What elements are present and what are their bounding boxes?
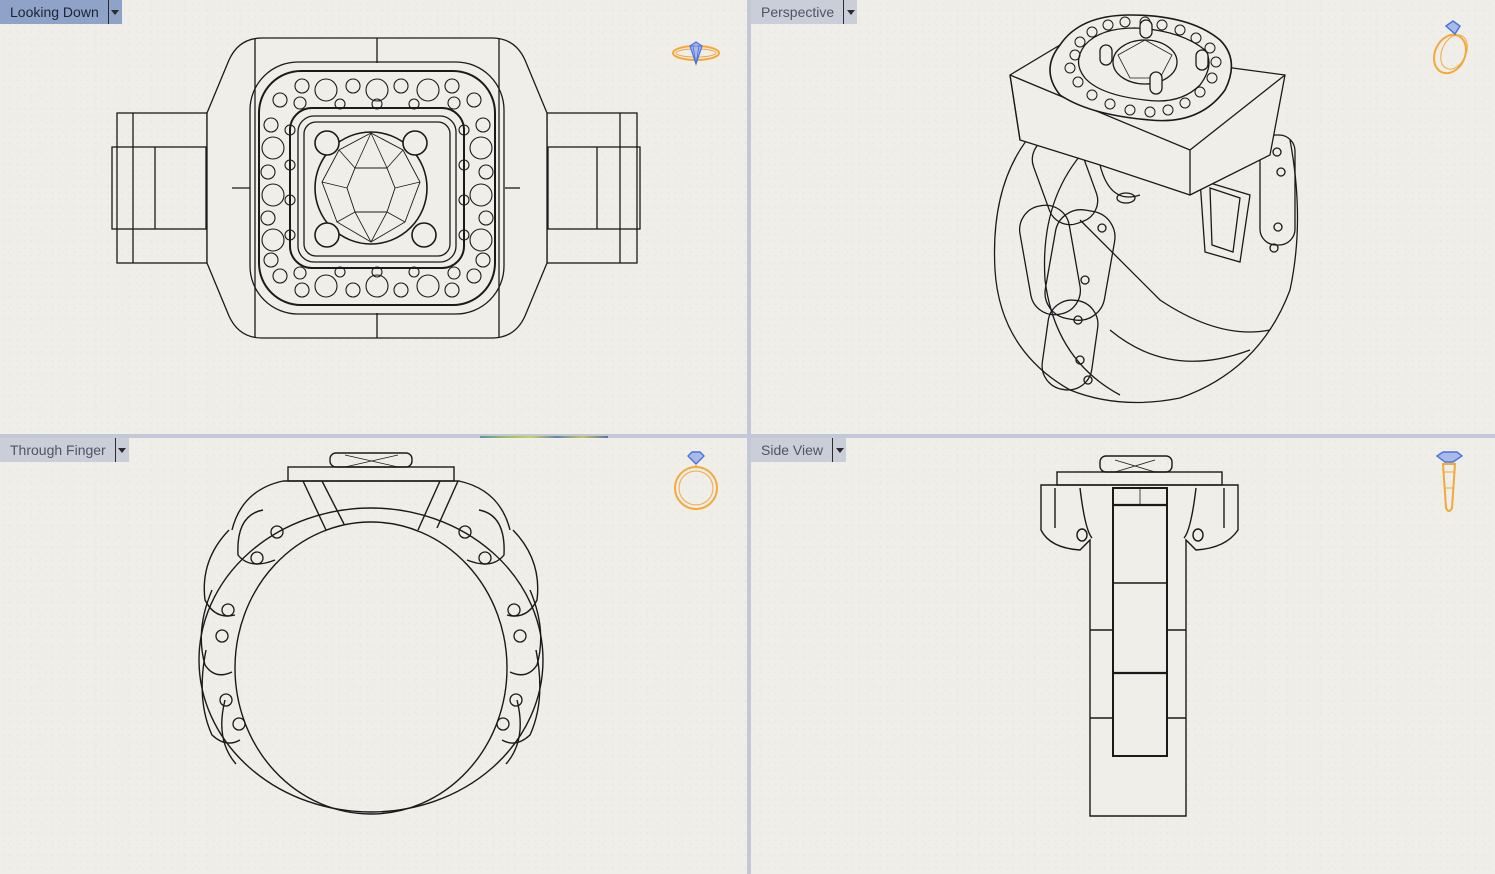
viewport-label: Side View: [761, 442, 824, 458]
chevron-down-icon[interactable]: [114, 438, 129, 462]
viewport-label: Through Finger: [10, 442, 106, 458]
chevron-down-icon[interactable]: [832, 438, 846, 462]
viewport-through-finger[interactable]: Through Finger: [0, 438, 747, 874]
viewport-side-view[interactable]: Side View: [751, 438, 1495, 874]
ring-side-view-icon[interactable]: [1431, 448, 1467, 518]
ring-front-view-icon[interactable]: [670, 448, 722, 514]
viewport-label: Looking Down: [10, 4, 99, 20]
viewport-tab-through-finger[interactable]: Through Finger: [0, 438, 129, 462]
viewport-tab-looking-down[interactable]: Looking Down: [0, 0, 122, 24]
ring-perspective-drawing: [993, 14, 1299, 404]
chevron-down-icon[interactable]: [107, 0, 122, 24]
render-progress-strip: [480, 436, 608, 438]
ring-perspective-icon[interactable]: [1426, 16, 1476, 76]
viewport-perspective[interactable]: Perspective: [751, 0, 1495, 434]
viewport-tab-side-view[interactable]: Side View: [751, 438, 847, 462]
ring-front-drawing: [198, 452, 544, 815]
ring-side-drawing: [1040, 455, 1239, 817]
ring-top-drawing: [111, 37, 641, 339]
ring-top-view-icon[interactable]: [670, 38, 722, 70]
chevron-down-icon[interactable]: [843, 0, 857, 24]
viewport-looking-down[interactable]: Looking Down: [0, 0, 747, 434]
viewport-label: Perspective: [761, 4, 835, 20]
viewport-tab-perspective[interactable]: Perspective: [751, 0, 858, 24]
viewport-splitter-horizontal[interactable]: [0, 434, 1495, 438]
